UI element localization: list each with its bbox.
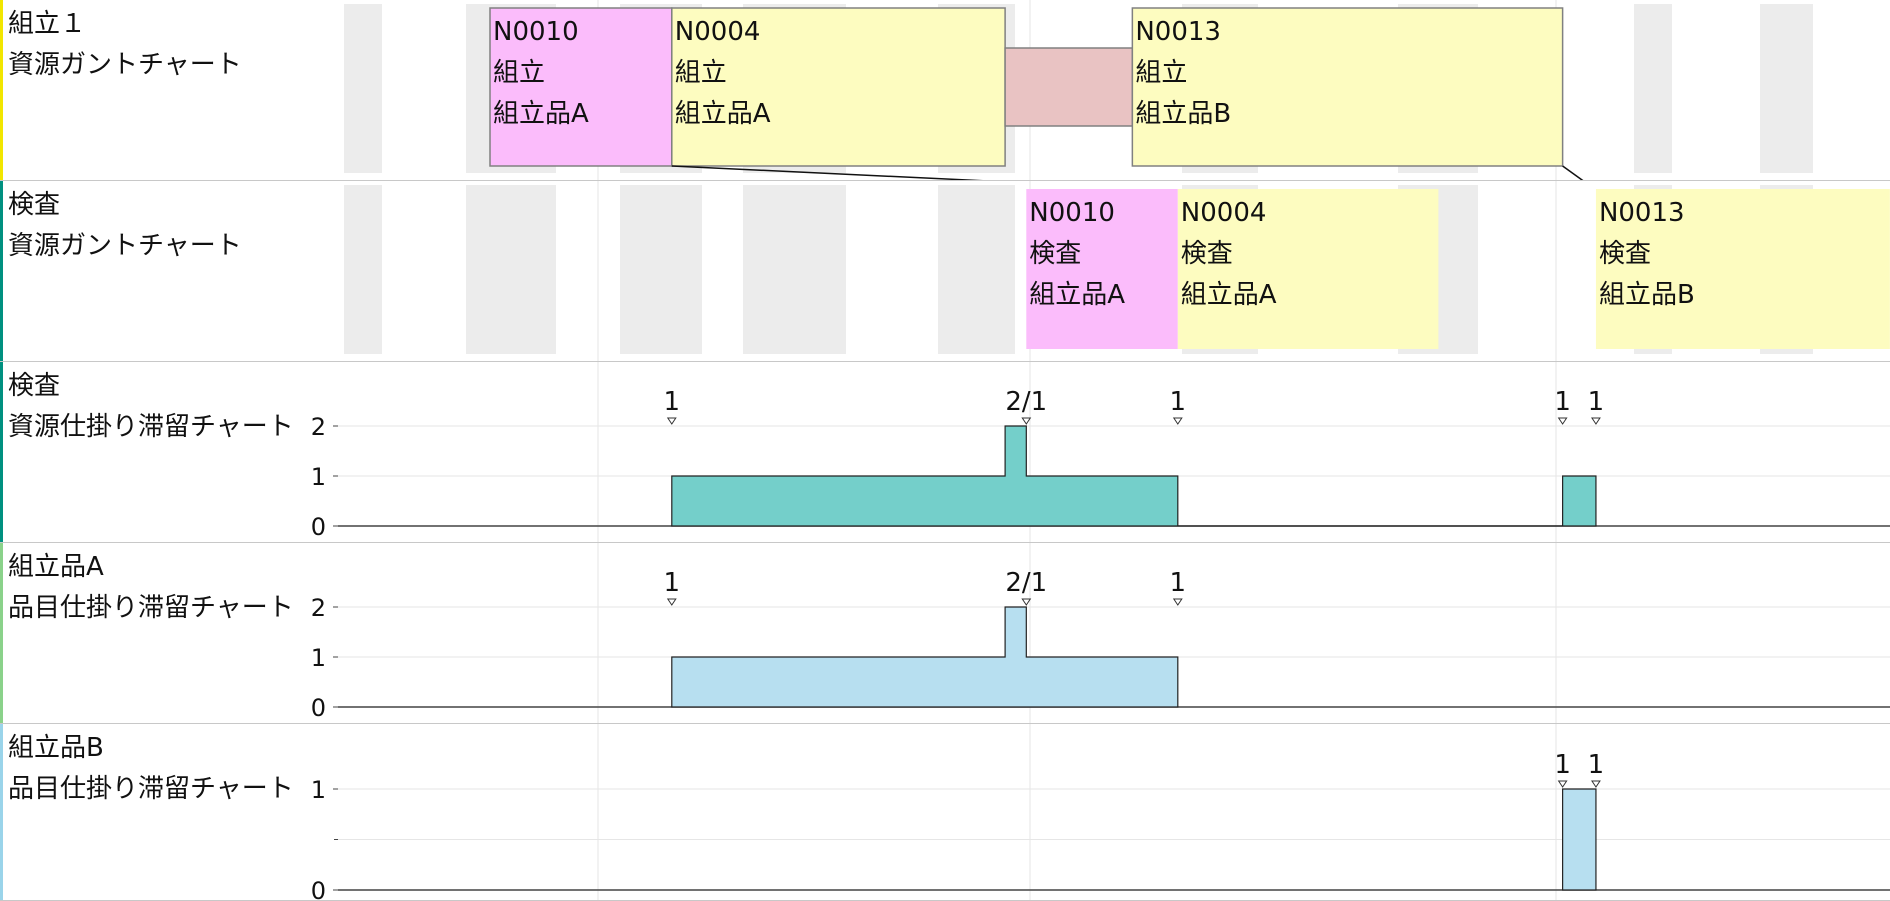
gantt-bar-text: 組立品A [1181, 280, 1277, 310]
gantt-bar-text: 組立 [1135, 58, 1187, 88]
y-tick-label: 1 [311, 644, 326, 672]
calendar-shade [743, 185, 846, 354]
row-divider [0, 361, 1890, 362]
wip-event-marker[interactable] [1591, 780, 1601, 788]
gantt-bar-text: 組立品A [1029, 280, 1125, 310]
wip-event-label: 1 [1170, 387, 1187, 417]
gantt-bar-text: 検査 [1599, 239, 1651, 269]
gantt-bar-text: N0013 [1599, 198, 1685, 228]
wip-event-marker[interactable] [1591, 417, 1601, 425]
inspection-gantt-chart[interactable]: N0010 検査組立品A N0004 検査組立品A N0013 検査組立品B [338, 181, 1890, 362]
item-a-wip-label: 組立品A 品目仕掛り滞留チャート [8, 552, 294, 623]
y-tick-label: 2 [311, 413, 326, 441]
wip-event-label: 1 [664, 568, 681, 598]
gantt-bar-text: 組立 [493, 58, 545, 88]
wip-event-label: 1 [1170, 568, 1187, 598]
wip-step-area[interactable] [1562, 788, 1597, 891]
wip-event-label: 2/1 [1005, 387, 1047, 417]
wip-event-marker[interactable] [1021, 417, 1032, 425]
gantt-bar-text: 組立品A [493, 99, 589, 129]
gantt-bar-text: N0004 [1181, 198, 1267, 228]
row-accent-bar [0, 362, 3, 543]
row-divider [0, 542, 1890, 543]
calendar-shade [1634, 4, 1672, 173]
inspection-gantt-row: 検査 資源ガントチャート N0010 検査組立品A N0004 検査組立品A N0013 検… [0, 181, 1890, 362]
wip-event-marker[interactable] [1172, 417, 1183, 425]
wip-event-label: 1 [1588, 750, 1605, 780]
wip-event-marker[interactable] [1557, 780, 1568, 788]
assembly1-gantt-row: 組立１ 資源ガントチャート N0010 組立組立品A N0004 組立組立品A N0013… [0, 0, 1890, 191]
y-tick-label: 1 [311, 776, 326, 804]
calendar-shade [1760, 4, 1813, 173]
y-tick-label: 0 [311, 877, 326, 901]
gantt-bar-text: 組立品A [675, 99, 771, 129]
wip-event-label: 1 [664, 387, 681, 417]
y-tick-label: 1 [311, 463, 326, 491]
inspection-gantt-label: 検査 資源ガントチャート [8, 190, 242, 261]
calendar-shade [466, 185, 556, 354]
row-accent-bar [0, 181, 3, 362]
wip-event-marker[interactable] [666, 598, 677, 606]
wip-step-area[interactable] [671, 606, 1179, 708]
y-tick-label: 2 [311, 594, 326, 622]
gantt-bar-text: 組立品B [1599, 280, 1695, 310]
wip-event-label: 2/1 [1005, 568, 1047, 598]
gantt-bar-text: N0010 [1029, 198, 1115, 228]
gantt-bar-text: N0013 [1135, 17, 1221, 47]
gantt-bar-text: 組立品B [1135, 99, 1231, 129]
gantt-bar-text: N0010 [493, 17, 579, 47]
y-tick-label: 0 [311, 694, 326, 722]
item-a-wip-svg: 2 1 0 1 2/1 1 [311, 543, 1890, 724]
wip-event-marker[interactable] [1557, 417, 1568, 425]
calendar-shade [620, 185, 702, 354]
y-tick-label: 0 [311, 513, 326, 541]
gantt-bar-setup[interactable] [1004, 47, 1134, 127]
gantt-bar-text: 検査 [1181, 239, 1233, 269]
assembly1-gantt-label: 組立１ 資源ガントチャート [8, 9, 242, 80]
wip-event-marker[interactable] [666, 417, 677, 425]
calendar-shade [344, 185, 382, 354]
wip-event-label: 1 [1588, 387, 1605, 417]
inspection-wip-label: 検査 資源仕掛り滞留チャート [8, 371, 294, 442]
calendar-shade [344, 4, 382, 173]
wip-event-marker[interactable] [1172, 598, 1183, 606]
gantt-bar-text: 組立 [675, 58, 727, 88]
row-accent-bar [0, 0, 3, 181]
gantt-bar-text: 検査 [1029, 239, 1081, 269]
gantt-bar-text: N0004 [675, 17, 761, 47]
item-a-wip-chart[interactable]: 2 1 0 1 2/1 1 [311, 543, 1890, 724]
wip-event-label: 1 [1554, 750, 1571, 780]
row-accent-bar [0, 724, 3, 901]
wip-step-area[interactable] [671, 425, 1597, 527]
item-b-wip-label: 組立品B 品目仕掛り滞留チャート [8, 733, 294, 804]
item-a-wip-row: 組立品A 品目仕掛り滞留チャート 2 1 0 1 2/1 1 [0, 543, 1890, 724]
row-divider [0, 723, 1890, 724]
calendar-shade [938, 185, 1015, 354]
row-accent-bar [0, 543, 3, 724]
row-divider [0, 180, 1890, 181]
assembly1-gantt-chart[interactable]: N0010 組立組立品A N0004 組立組立品A N0013 組立組立品B [338, 0, 1890, 191]
wip-event-label: 1 [1554, 387, 1571, 417]
wip-event-marker[interactable] [1021, 598, 1032, 606]
